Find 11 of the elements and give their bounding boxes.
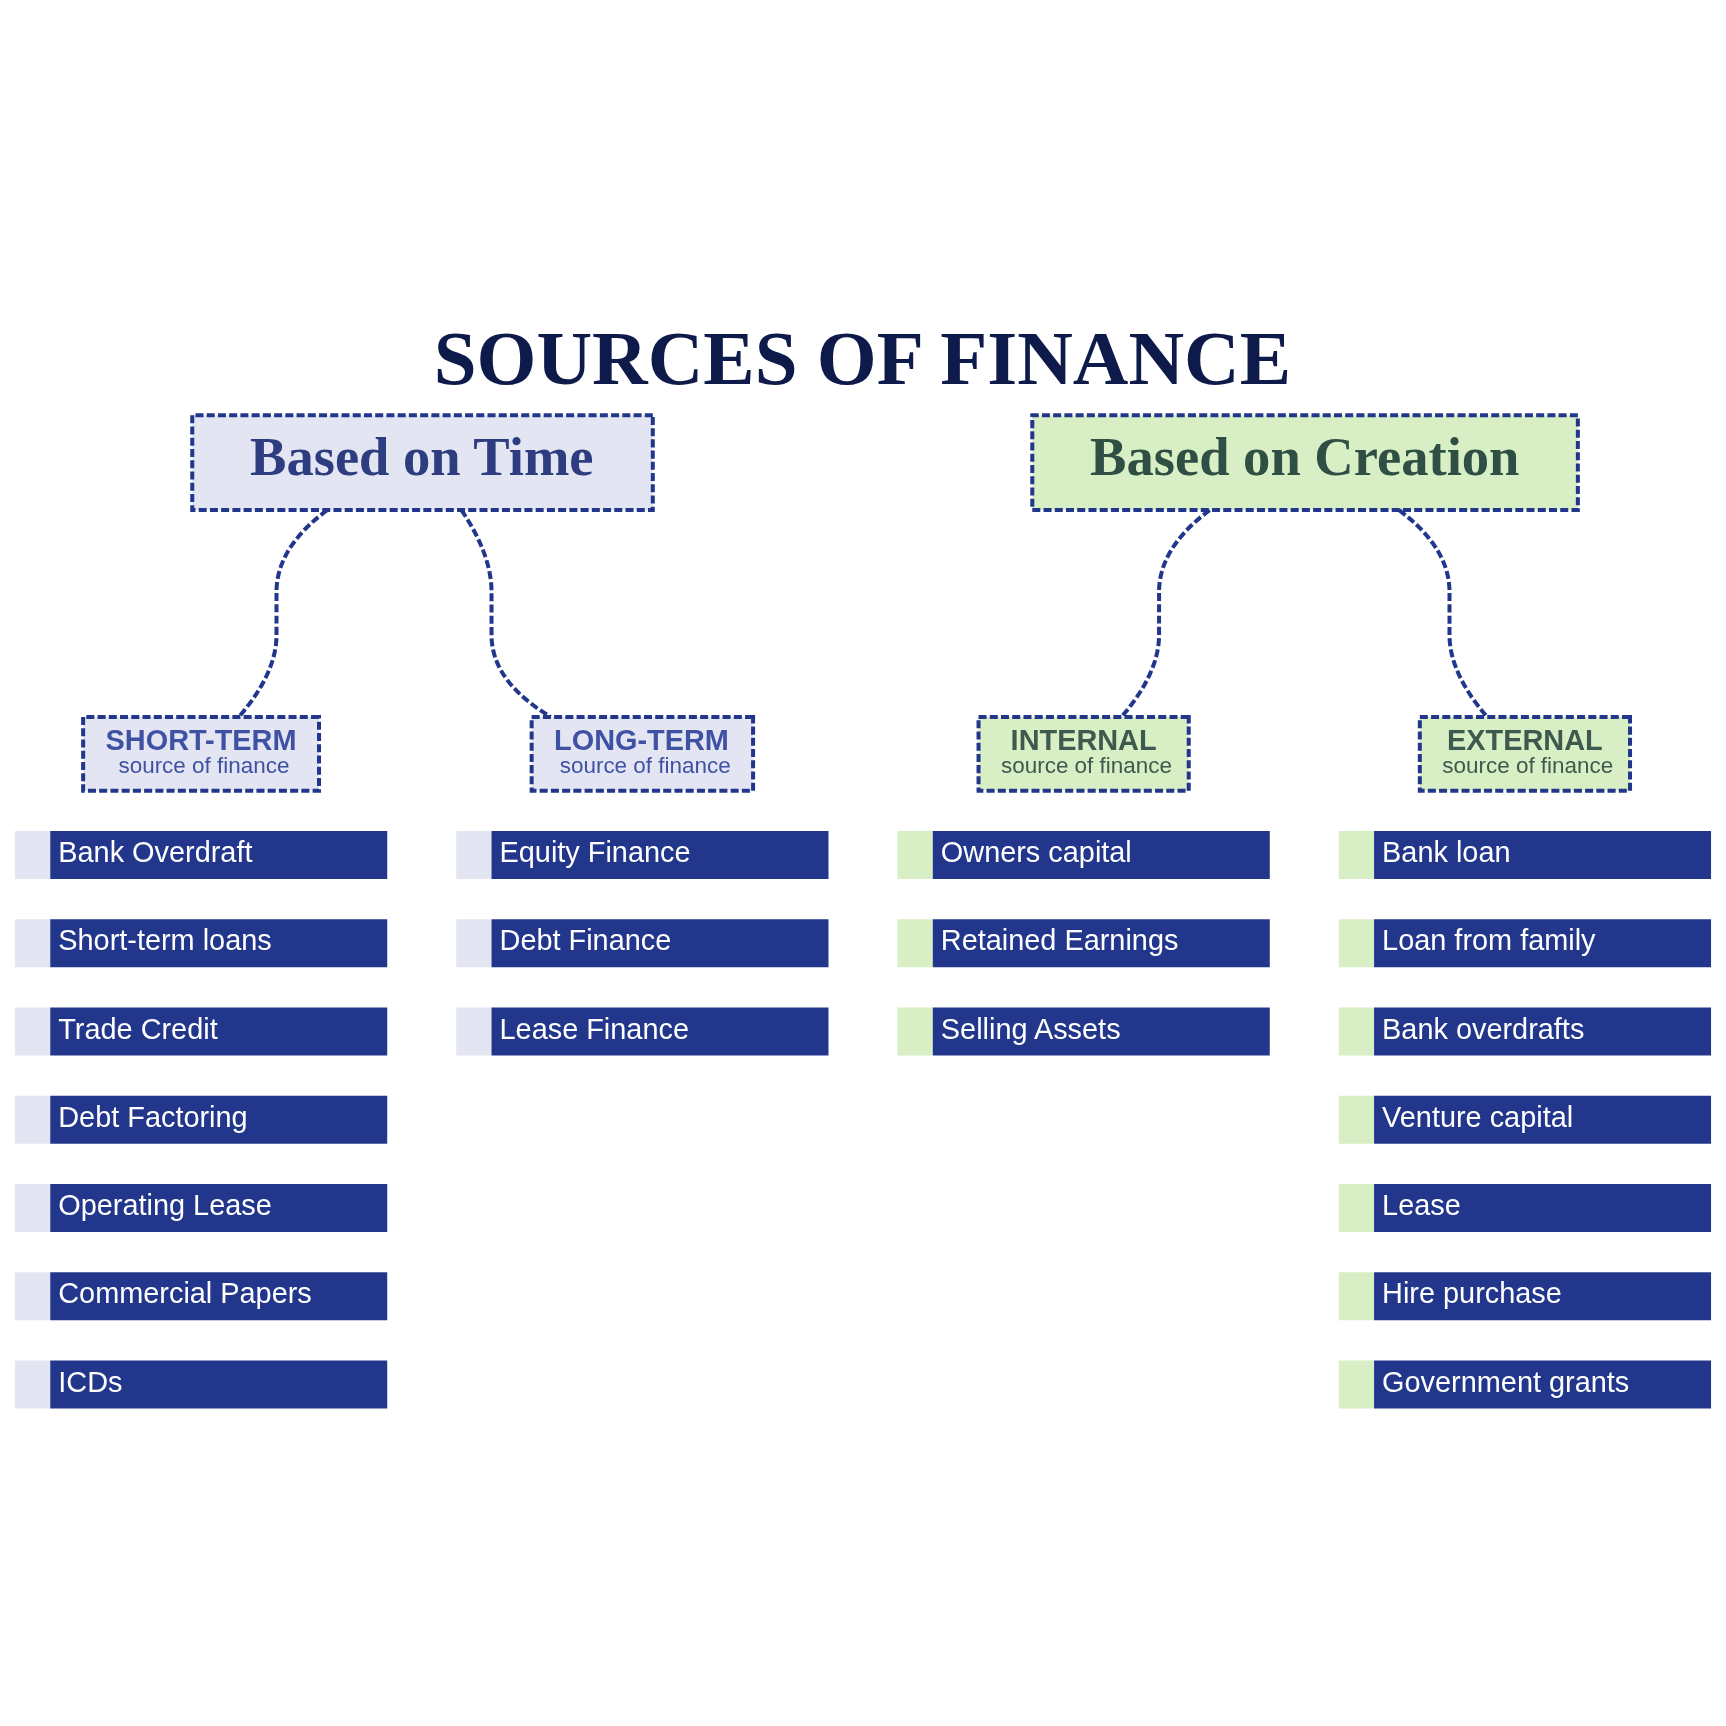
connector xyxy=(1397,508,1489,719)
node-box: INTERNAL source of finance xyxy=(976,714,1191,793)
connector xyxy=(459,509,552,719)
connector xyxy=(1119,508,1211,719)
node-box: Based on Creation xyxy=(1030,413,1580,512)
diagram-title: SOURCES OF FINANCE xyxy=(433,314,1292,401)
node-box: LONG-TERM source of finance xyxy=(529,714,756,793)
node-box: EXTERNAL source of finance xyxy=(1417,714,1633,793)
node-box: Based on Time xyxy=(190,413,655,512)
connector xyxy=(237,508,329,719)
node-box: SHORT-TERM source of finance xyxy=(81,714,322,793)
